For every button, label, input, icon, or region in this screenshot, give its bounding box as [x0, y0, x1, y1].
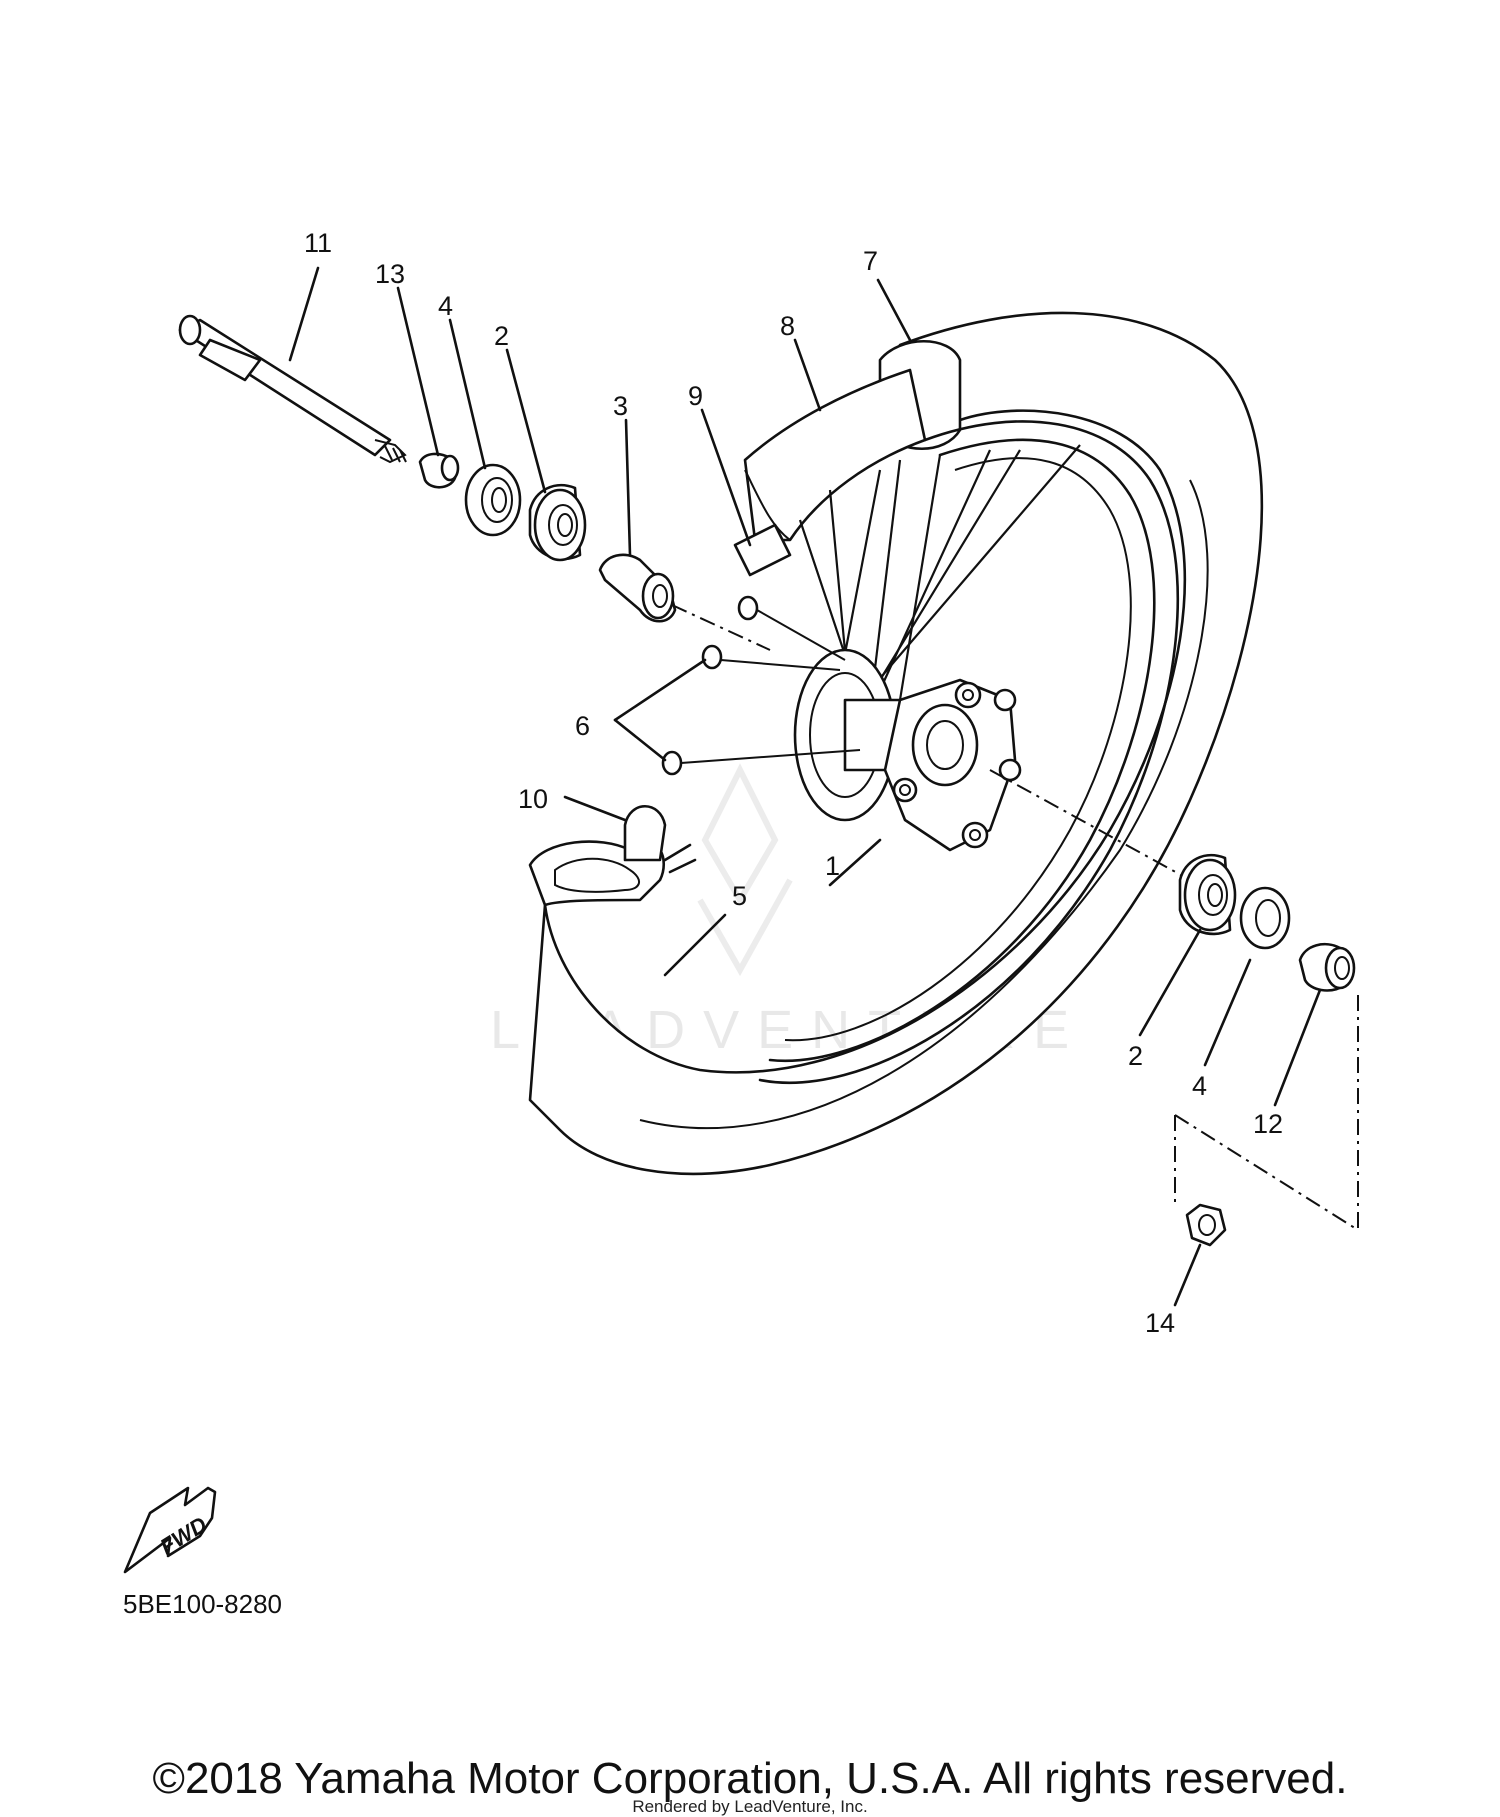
callout-12: 12 [1253, 1109, 1283, 1139]
callout-4-left: 4 [438, 291, 453, 321]
axle [178, 314, 407, 464]
callout-6: 6 [575, 711, 590, 741]
callout-9: 9 [688, 381, 703, 411]
collar-12 [1298, 943, 1356, 992]
inner-tube-upper [743, 368, 927, 542]
bearing-right [1178, 853, 1237, 936]
rendered-by-notice: Rendered by LeadVenture, Inc. [632, 1797, 868, 1816]
oil-seal-right [1239, 886, 1291, 950]
bearing-left [528, 483, 587, 562]
hub [793, 648, 1022, 852]
callout-3: 3 [613, 391, 628, 421]
callout-14: 14 [1145, 1308, 1175, 1338]
callout-5: 5 [732, 881, 747, 911]
callout-13: 13 [375, 259, 405, 289]
callout-2-right: 2 [1128, 1041, 1143, 1071]
callout-11: 11 [304, 228, 332, 258]
diagram-code: 5BE100-8280 [123, 1589, 282, 1619]
valve-stem [733, 523, 792, 577]
collar-13 [418, 452, 460, 489]
spoke-nipples [661, 595, 759, 776]
callouts: 1 2 2 3 4 4 5 6 7 8 9 10 11 12 13 14 [304, 228, 1283, 1338]
callout-7: 7 [863, 246, 878, 276]
rim [758, 420, 1180, 1085]
tire [528, 311, 1264, 1176]
callout-1: 1 [825, 851, 840, 881]
leader-lines [288, 266, 1322, 1307]
axle-nut [1185, 1203, 1227, 1247]
fwd-arrow-icon: FWD [123, 1486, 217, 1574]
callout-4-right: 4 [1192, 1071, 1207, 1101]
oil-seal-left [464, 463, 522, 537]
callout-10: 10 [518, 784, 548, 814]
rim-band [623, 805, 667, 862]
callout-2-left: 2 [494, 321, 509, 351]
copyright-notice: ©2018 Yamaha Motor Corporation, U.S.A. A… [152, 1754, 1348, 1803]
spacer [598, 553, 677, 623]
callout-8: 8 [780, 311, 795, 341]
